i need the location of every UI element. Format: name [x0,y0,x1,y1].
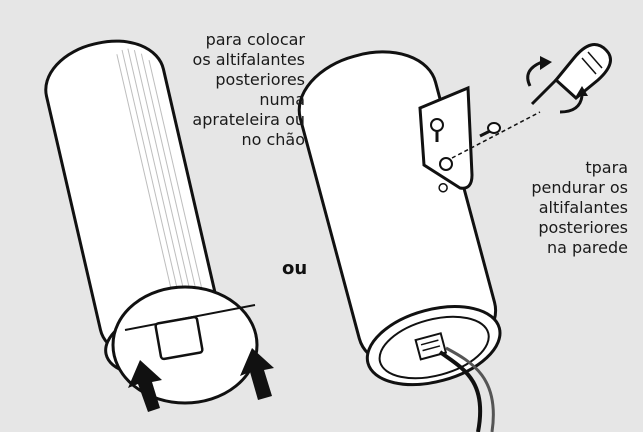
shelf-floor-caption: para colocar os altifalantes posteriores… [192,30,305,149]
wall-bracket [418,85,474,190]
screwdriver-icon [526,43,612,114]
speaker-grille [116,48,209,333]
wall-mount-caption: tpara pendurar os altifalantes posterior… [531,158,628,257]
speaker-cable [438,346,495,432]
arrow-up-right-icon [240,348,274,400]
or-separator: ou [282,258,308,279]
speaker-stand [111,285,259,405]
arrow-up-left-icon [128,360,162,412]
screw-icon [451,111,541,159]
